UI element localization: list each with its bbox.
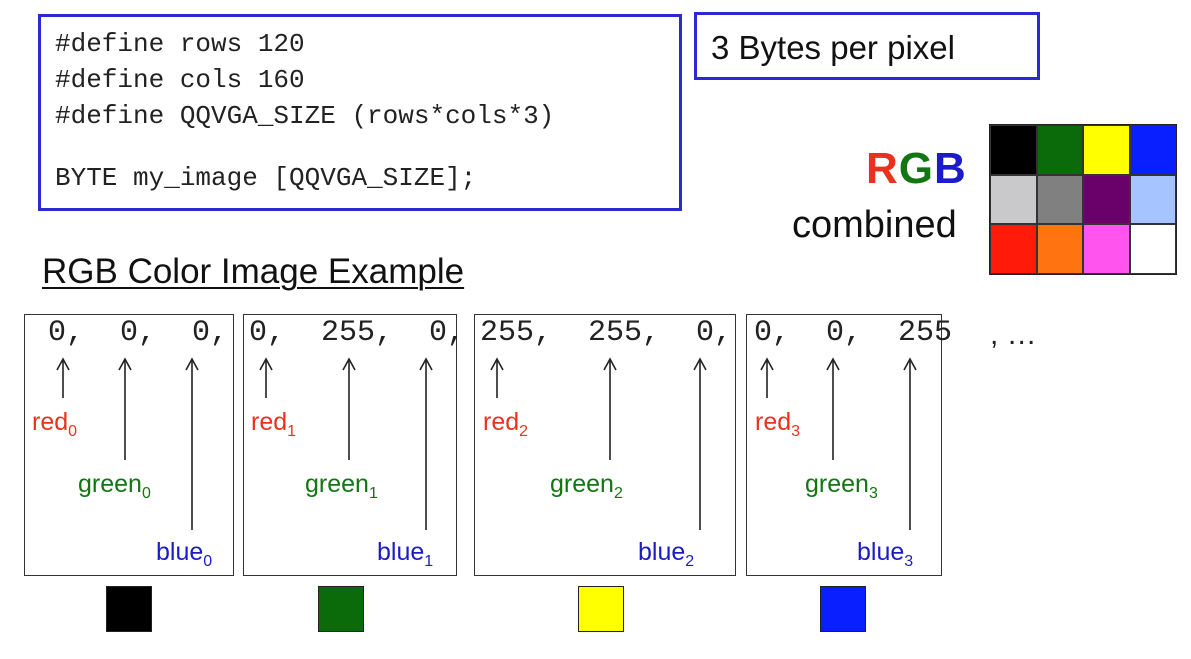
color-grid-cell	[990, 224, 1037, 274]
pixel-box-2	[474, 314, 736, 576]
color-grid-cell	[1129, 174, 1176, 225]
blue-word: blue	[638, 538, 686, 566]
red-word: red	[483, 408, 520, 436]
red-label-0: red0	[32, 408, 77, 441]
color-grid-cell	[1083, 224, 1130, 274]
pixel-values-0: 0, 0, 0,	[30, 316, 229, 350]
color-grid-cell	[990, 174, 1037, 225]
index-subscript: 3	[791, 423, 801, 440]
pixel-swatch-3	[820, 586, 866, 632]
color-grid-cell	[1129, 125, 1176, 175]
pixel-swatch-2	[578, 586, 624, 632]
code-box: #define rows 120 #define cols 160 #defin…	[38, 14, 682, 211]
pixel-box-3	[746, 314, 942, 576]
pixel-swatch-1	[318, 586, 364, 632]
color-grid	[989, 124, 1177, 275]
index-subscript: 1	[368, 485, 378, 502]
pixel-box-1	[243, 314, 457, 576]
top-strip	[0, 0, 1191, 10]
green-word: green	[78, 470, 142, 498]
pixel-values-2: 255, 255, 0,	[480, 316, 733, 350]
index-subscript: 3	[868, 485, 878, 502]
code-line: #define cols 160	[55, 65, 305, 95]
pixel-box-0	[24, 314, 234, 576]
blue-label-0: blue0	[156, 538, 212, 571]
color-grid-cell	[1129, 224, 1176, 274]
green-label-3: green3	[805, 470, 878, 503]
rgb-letter-r: R	[866, 144, 899, 193]
trailing-ellipsis: , …	[990, 318, 1037, 351]
color-grid-cell	[1083, 125, 1130, 175]
blue-word: blue	[156, 538, 204, 566]
index-subscript: 0	[68, 423, 78, 440]
blue-word: blue	[857, 538, 905, 566]
green-word: green	[805, 470, 869, 498]
index-subscript: 3	[904, 553, 914, 570]
bytes-per-pixel-box: 3 Bytes per pixel	[694, 12, 1040, 80]
color-grid-cell	[1083, 174, 1130, 225]
color-grid-cell	[1036, 125, 1083, 175]
combined-label: combined	[792, 204, 957, 246]
color-grid-cell	[1036, 174, 1083, 225]
pixel-values-1: 0, 255, 0,	[249, 316, 466, 350]
blue-label-2: blue2	[638, 538, 694, 571]
green-label-1: green1	[305, 470, 378, 503]
code-line: #define QQVGA_SIZE (rows*cols*3)	[55, 101, 555, 131]
rgb-word: RGB	[866, 144, 967, 194]
green-word: green	[305, 470, 369, 498]
red-word: red	[32, 408, 69, 436]
green-label-2: green2	[550, 470, 623, 503]
section-title: RGB Color Image Example	[42, 252, 465, 291]
index-subscript: 0	[141, 485, 151, 502]
blue-word: blue	[377, 538, 425, 566]
color-grid-cell	[990, 125, 1037, 175]
index-subscript: 2	[685, 553, 695, 570]
code-line: BYTE my_image [QQVGA_SIZE];	[55, 163, 477, 193]
red-label-1: red1	[251, 408, 296, 441]
index-subscript: 1	[287, 423, 297, 440]
color-grid-cell	[1036, 224, 1083, 274]
red-word: red	[755, 408, 792, 436]
red-label-2: red2	[483, 408, 528, 441]
bytes-per-pixel-label: 3 Bytes per pixel	[711, 29, 955, 66]
rgb-letter-g: G	[898, 144, 935, 193]
green-label-0: green0	[78, 470, 151, 503]
code-line: #define rows 120	[55, 29, 305, 59]
blue-label-1: blue1	[377, 538, 433, 571]
red-word: red	[251, 408, 288, 436]
green-word: green	[550, 470, 614, 498]
blue-label-3: blue3	[857, 538, 913, 571]
pixel-swatch-0	[106, 586, 152, 632]
index-subscript: 0	[203, 553, 213, 570]
index-subscript: 2	[519, 423, 529, 440]
rgb-letter-b: B	[934, 144, 967, 193]
index-subscript: 1	[424, 553, 434, 570]
index-subscript: 2	[613, 485, 623, 502]
pixel-values-3: 0, 0, 255	[754, 316, 953, 350]
red-label-3: red3	[755, 408, 800, 441]
